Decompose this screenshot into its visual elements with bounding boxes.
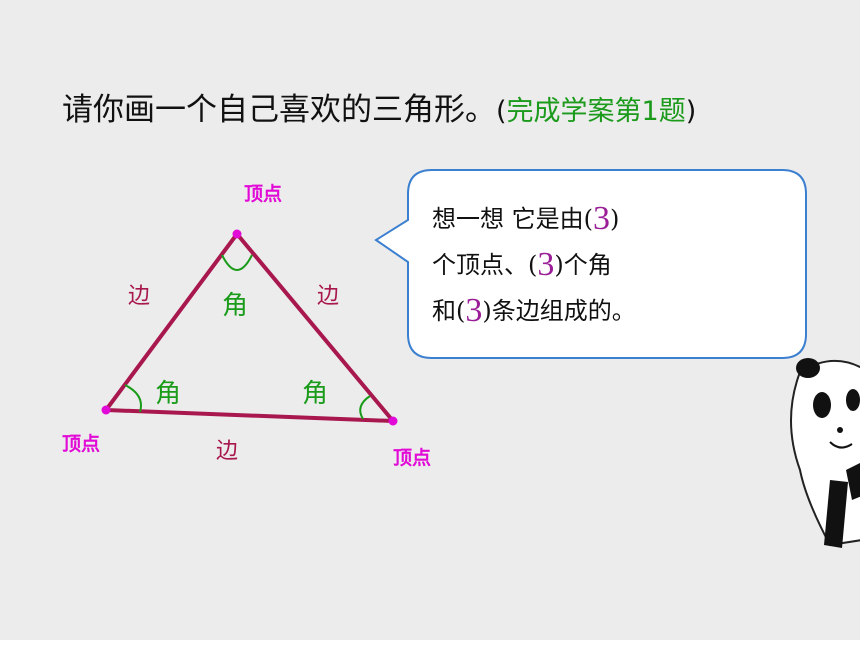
bubble-line-1-text: 想一想 它是由(	[432, 205, 593, 233]
edge-label-left: 边	[128, 284, 150, 309]
bubble-line-2-text: 个顶点、(	[432, 251, 538, 279]
angle-label-top: 角	[222, 291, 248, 321]
bubble-line-1-end: )	[610, 205, 620, 233]
bubble-number-vertices: 3	[593, 200, 610, 237]
title-hint: 完成学案第1题	[506, 96, 686, 127]
angle-label-left: 角	[155, 379, 181, 409]
vertex-dot-left	[101, 405, 111, 415]
bubble-line-2: 个顶点、(3)个角	[432, 242, 636, 288]
angle-arc-top	[221, 254, 253, 271]
triangle-shape	[104, 232, 395, 423]
title-main: 请你画一个自己喜欢的三角形。	[62, 92, 496, 128]
bubble-line-3: 和(3)条边组成的。	[432, 288, 636, 334]
bubble-text: 想一想 它是由(3) 个顶点、(3)个角 和(3)条边组成的。	[432, 196, 636, 334]
speech-bubble	[374, 169, 807, 359]
title-close-paren: )	[685, 96, 697, 127]
edge-label-bottom: 边	[216, 439, 238, 464]
vertex-dot-right	[388, 416, 398, 426]
vertex-label-left: 顶点	[62, 433, 100, 455]
bubble-line-3-text: 和(	[432, 297, 466, 325]
bubble-line-2-end: )个角	[554, 251, 612, 279]
page-title: 请你画一个自己喜欢的三角形。(完成学案第1题)	[62, 84, 696, 129]
bubble-line-1: 想一想 它是由(3)	[432, 196, 636, 242]
angle-arc-left	[124, 384, 142, 413]
vertex-label-right: 顶点	[393, 447, 431, 469]
bubble-number-angles: 3	[537, 246, 555, 283]
angle-arc-right	[359, 395, 371, 420]
angle-label-right: 角	[302, 379, 328, 409]
bubble-line-3-end: )条边组成的。	[482, 297, 636, 325]
vertex-label-top: 顶点	[244, 183, 282, 205]
bubble-number-edges: 3	[465, 292, 483, 329]
vertex-dot-top	[232, 229, 242, 239]
title-open-paren: (	[496, 96, 507, 127]
panda-mascot-icon	[790, 358, 860, 548]
edge-label-right: 边	[317, 284, 339, 309]
